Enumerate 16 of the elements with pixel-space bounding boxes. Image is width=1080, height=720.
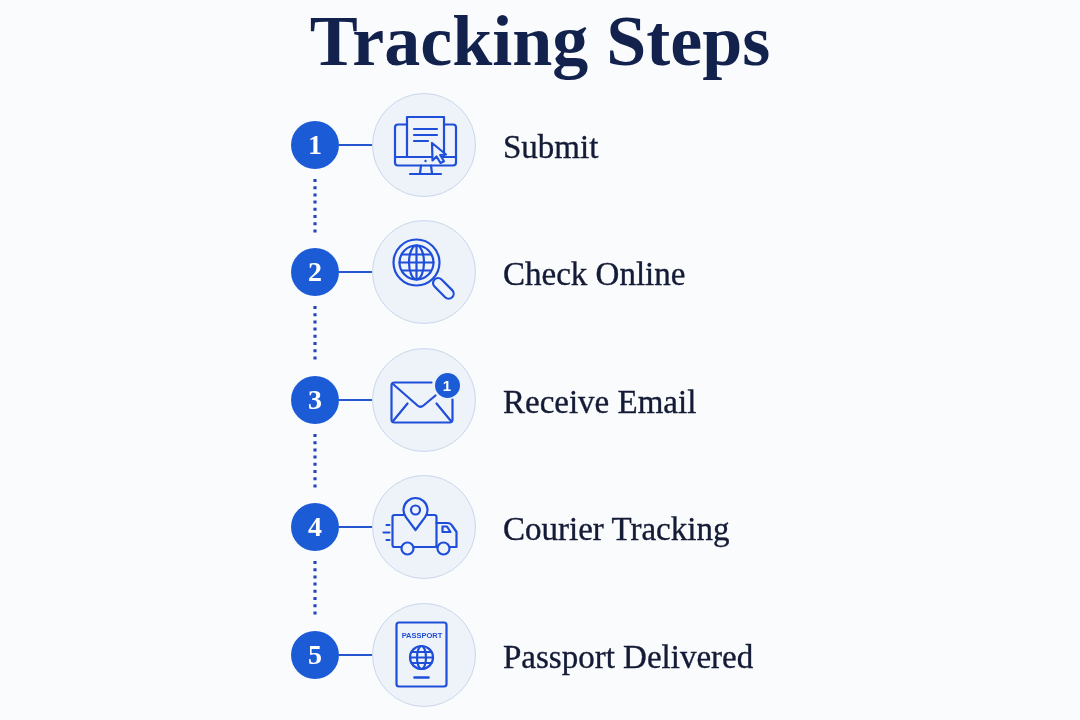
step-number-badge: 3 <box>291 376 339 424</box>
step-label: Courier Tracking <box>503 509 730 549</box>
connector-line <box>338 144 373 146</box>
step-number-badge: 2 <box>291 248 339 296</box>
step-number-badge: 4 <box>291 503 339 551</box>
connector-line <box>338 399 373 401</box>
title: Tracking Steps <box>308 1 772 81</box>
connector-line <box>338 526 373 528</box>
step-label: Submit <box>503 127 599 167</box>
step-label: Receive Email <box>503 382 697 422</box>
step-label: Passport Delivered <box>503 637 754 677</box>
step-label: Check Online <box>503 254 686 294</box>
connector-line <box>338 271 373 273</box>
step-number-badge: 1 <box>291 121 339 169</box>
connector-line <box>338 654 373 656</box>
step-number-badge: 5 <box>291 631 339 679</box>
